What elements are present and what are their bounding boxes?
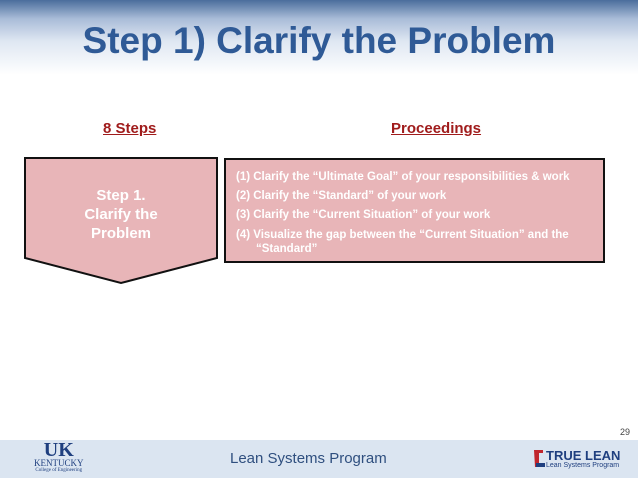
true-lean-subtext: Lean Systems Program [546, 462, 620, 469]
uk-logo-college: College of Engineering [35, 468, 83, 473]
uk-logo-mark: UK [43, 439, 74, 461]
proceedings-box: (1) Clarify the “Ultimate Goal” of your … [224, 158, 605, 263]
true-lean-icon [534, 450, 545, 467]
step-line: Problem [90, 225, 151, 242]
heading-proceedings: Proceedings [391, 120, 482, 137]
true-lean-text: TRUE LEAN [546, 448, 621, 463]
page-number: 29 [619, 427, 630, 437]
proceeding-item: (1) Clarify the “Ultimate Goal” of your … [236, 171, 570, 183]
proceeding-item: (3) Clarify the “Current Situation” of y… [236, 209, 491, 221]
footer-band [0, 440, 638, 478]
footer-program: Lean Systems Program [230, 450, 387, 467]
uk-logo-name: KENTUCKY [34, 458, 84, 468]
step-label: Step 1. Clarify the Problem [25, 186, 217, 243]
proceeding-item: (4) Visualize the gap between the “Curre… [236, 229, 569, 255]
header-band [0, 0, 638, 75]
heading-8-steps: 8 Steps [103, 120, 157, 137]
true-lean-logo: TRUE LEAN Lean Systems Program [532, 448, 620, 475]
step-line: Step 1. [96, 187, 146, 204]
slide-title: Step 1) Clarify the Problem [82, 20, 556, 61]
proceeding-item: (2) Clarify the “Standard” of your work [236, 190, 447, 202]
uk-logo: UK KENTUCKY College of Engineering [34, 439, 84, 473]
step-line: Clarify the [84, 206, 158, 223]
